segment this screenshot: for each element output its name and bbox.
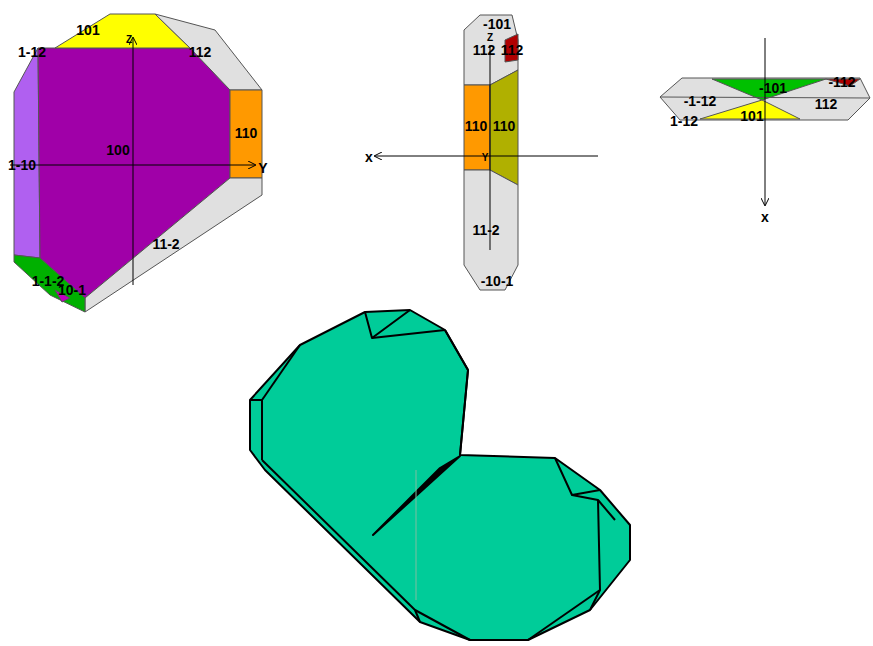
face-label: x [365, 150, 373, 164]
face-label: -101 [759, 81, 787, 95]
face-label: -1-12 [684, 94, 717, 108]
face-label: -112 [828, 75, 855, 89]
face-label: 11-2 [472, 223, 499, 237]
face-label: 112 [189, 45, 212, 59]
face-label: 112 [501, 43, 524, 57]
face-label: Y [258, 161, 267, 175]
face-label: x [761, 210, 769, 224]
face-label: Z [126, 35, 132, 45]
face-label: 112 [473, 43, 496, 57]
face-label: Z [487, 33, 493, 43]
face-label: 110 [465, 119, 488, 133]
face-label: -101 [483, 17, 511, 31]
face-label: 1-12 [18, 45, 46, 59]
face-label: 11-2 [152, 237, 179, 251]
face-label: 1-12 [670, 114, 698, 128]
face-label: 101 [740, 109, 763, 123]
face-label: 10-1 [58, 283, 86, 297]
face-label: -10-1 [481, 274, 514, 288]
face-label: 110 [235, 126, 258, 140]
face-label: 1-10 [8, 158, 36, 172]
face-label: 101 [76, 23, 99, 37]
face-label: 100 [106, 143, 129, 157]
face-label: Y [482, 153, 489, 163]
face-label: 110 [493, 119, 516, 133]
face-label: 112 [815, 97, 838, 111]
